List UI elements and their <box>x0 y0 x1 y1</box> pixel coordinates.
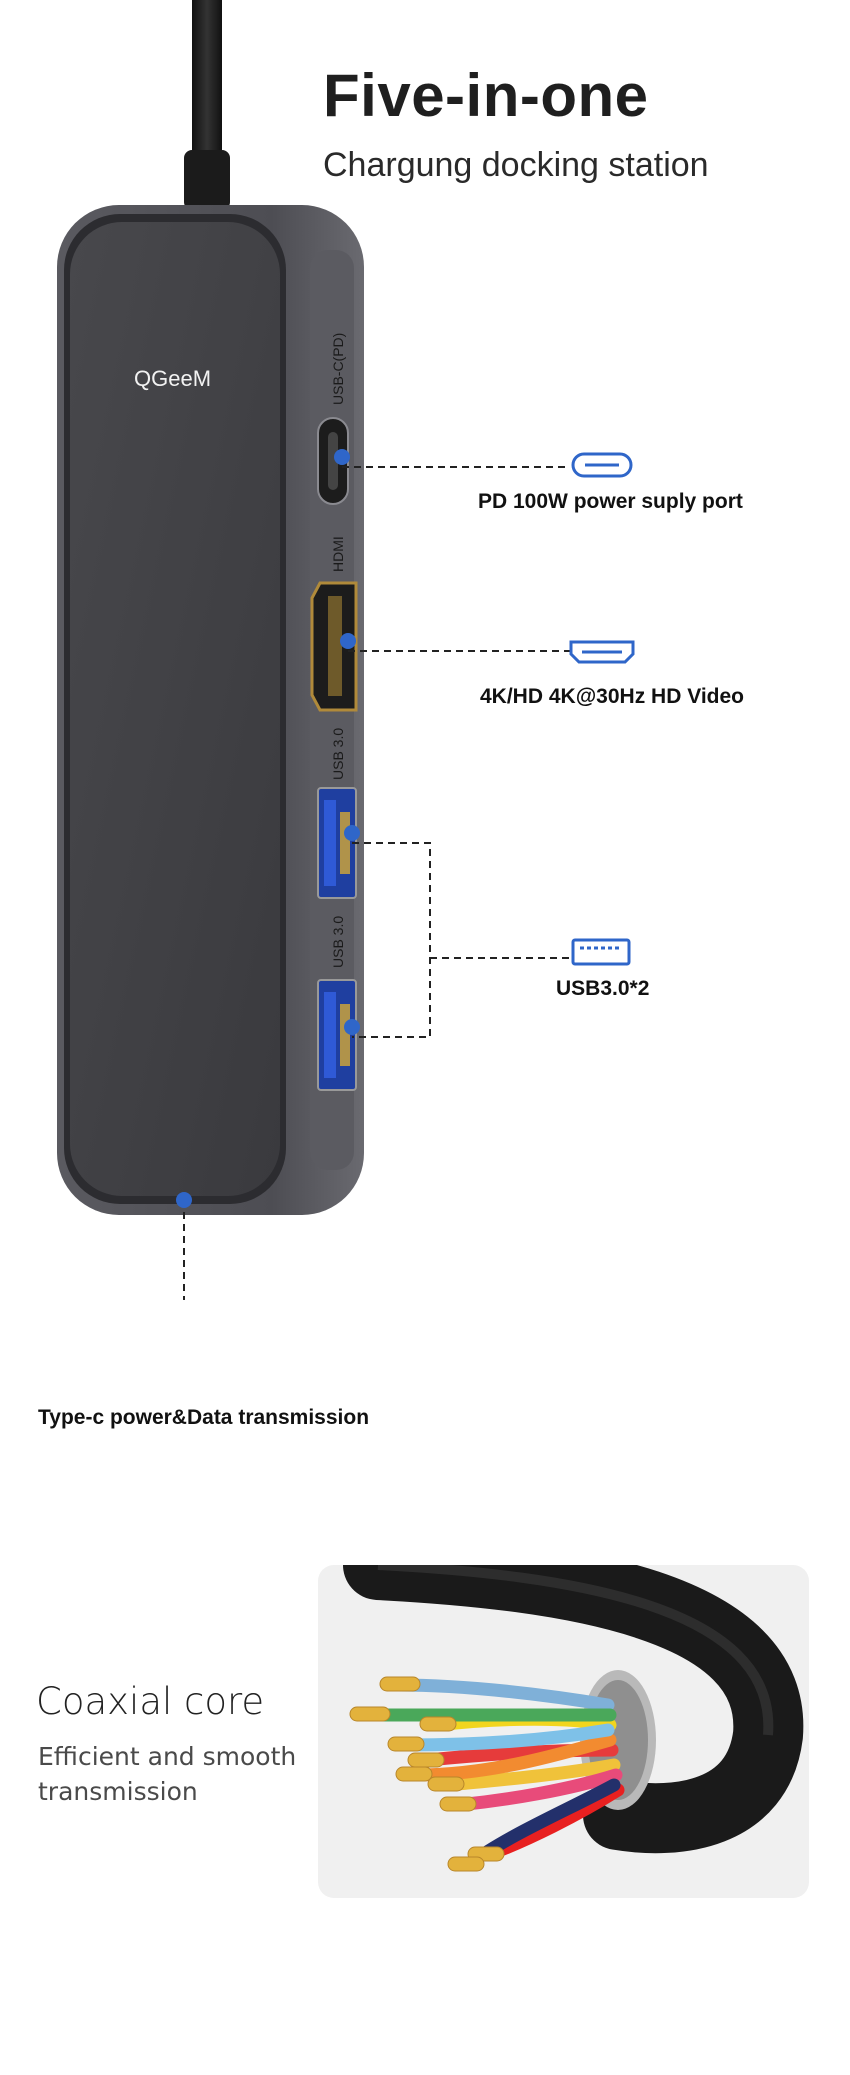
port-label-hdmi: HDMI <box>330 536 346 572</box>
docking-station-illustration <box>57 0 635 1300</box>
callout-typec-data: Type-c power&Data transmission <box>38 1406 370 1429</box>
usb-a-port-icon <box>571 938 631 966</box>
coaxial-title: Coaxial core <box>36 1680 265 1723</box>
leader-line-usb-bracket <box>352 842 431 1038</box>
callout-pd-power: PD 100W power suply port <box>478 490 743 513</box>
usb-c-port-icon <box>571 452 633 478</box>
coaxial-subtitle: Efficient and smooth transmission <box>38 1742 297 1806</box>
marker-hdmi <box>340 633 356 649</box>
marker-usb-1 <box>344 825 360 841</box>
marker-usb-2 <box>344 1019 360 1035</box>
page-title: Five-in-one <box>323 62 649 129</box>
coaxial-cable-image <box>318 1565 809 1898</box>
hdmi-port-icon <box>569 640 635 664</box>
port-label-usbc: USB-C(PD) <box>330 332 346 405</box>
hub-face <box>70 222 280 1196</box>
port-label-usb3-2: USB 3.0 <box>330 915 346 968</box>
callout-hdmi-video: 4K/HD 4K@30Hz HD Video <box>480 685 744 708</box>
usb-a-port-1 <box>317 787 357 899</box>
port-label-usb3-1: USB 3.0 <box>330 727 346 780</box>
page-subtitle: Chargung docking station <box>323 146 709 184</box>
marker-typec <box>176 1192 192 1208</box>
callout-usb3: USB3.0*2 <box>556 977 650 1000</box>
marker-usbc <box>334 449 350 465</box>
cable-strain-relief <box>184 150 230 210</box>
usb-a-port-2 <box>317 979 357 1091</box>
hub-cable <box>192 0 222 165</box>
brand-logo: QGeeM <box>134 366 212 391</box>
